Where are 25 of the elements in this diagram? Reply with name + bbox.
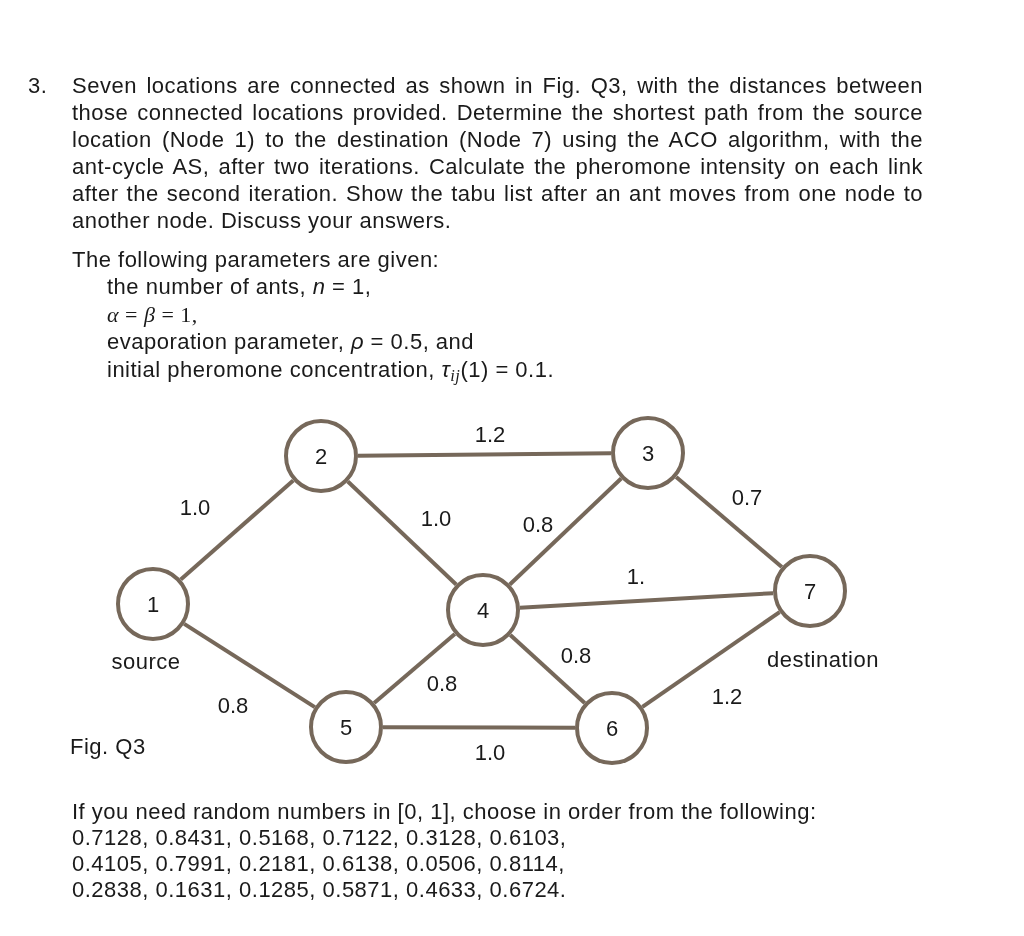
- connector-line: [674, 475, 784, 569]
- node-caption: destination: [767, 648, 879, 672]
- question-text: Seven locations are connected as shown in Fig. Q3, with the distances between those connected locations provided. Determine the shortest path from the source location (Node 1) to the destination (Node 7) using the ACO algorithm, with the ant-cycle AS, after two iterations. Calculate the pheromone intensity on each link after the second iteration. Show the tabu list after an ant moves from one node to another node. Discuss your answers.: [72, 72, 923, 234]
- parameter-line: α = β = 1,: [107, 301, 198, 328]
- parameter-line: initial pheromone concentration, τ$_{ij}$(1) = 0.1.: [107, 356, 555, 383]
- node-caption: source: [111, 650, 181, 674]
- random-numbers-line: 0.4105, 0.7991, 0.2181, 0.6138, 0.0506, 0.8114,: [72, 850, 565, 877]
- random-numbers-note: If you need random numbers in [0, 1], choose in order from the following:: [72, 798, 817, 825]
- random-numbers-line: 0.7128, 0.8431, 0.5168, 0.7122, 0.3128, 0.6103,: [72, 824, 567, 851]
- figure-caption: Fig. Q3: [70, 733, 146, 760]
- parameter-line: evaporation parameter, ρ = 0.5, and: [107, 328, 475, 355]
- connector-line: [383, 725, 575, 730]
- connector-line: [508, 633, 587, 705]
- connector-line: [357, 451, 612, 458]
- connector-line: [519, 591, 774, 610]
- random-numbers-line: 0.2838, 0.1631, 0.1285, 0.5871, 0.4633, 0.6724.: [72, 876, 567, 903]
- parameters-intro: The following parameters are given:: [72, 246, 440, 273]
- question-number: 3.: [28, 72, 48, 99]
- connector-line: [508, 477, 623, 586]
- parameter-line: the number of ants, n = 1,: [107, 273, 372, 300]
- connector-line: [346, 480, 458, 586]
- connector-line: [183, 622, 316, 709]
- connector-line: [372, 632, 457, 705]
- connector-line: [179, 478, 295, 582]
- connector-line: [641, 610, 781, 709]
